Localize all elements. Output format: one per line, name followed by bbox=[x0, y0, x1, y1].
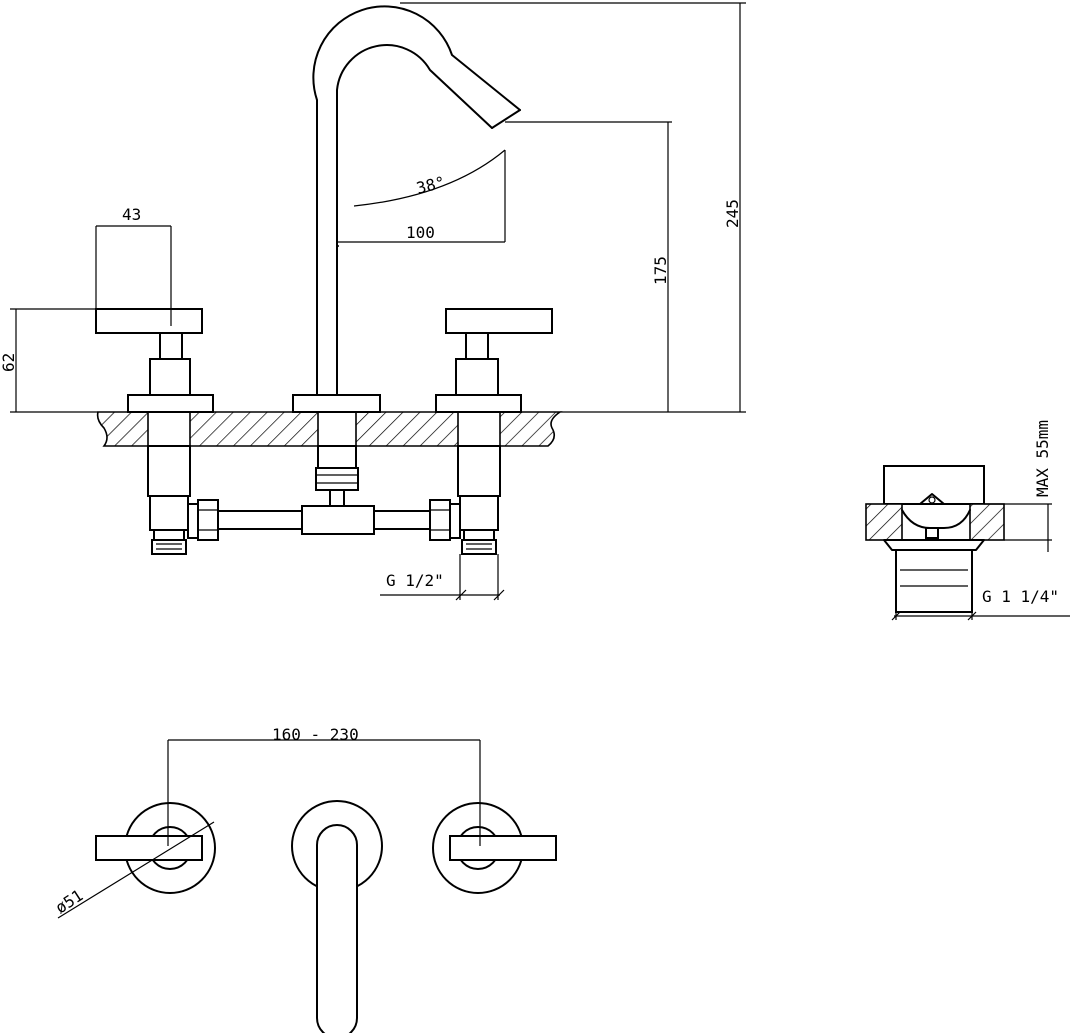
plan-view: 160 - 230 ø51 bbox=[52, 725, 557, 1033]
deck-section bbox=[96, 411, 563, 447]
spout-angle-label: 38° bbox=[414, 172, 447, 197]
waste-detail: MAX 55mm G 1 1/4" bbox=[865, 420, 1070, 621]
handle-height-label: 62 bbox=[0, 353, 18, 372]
handle-width-label: 43 bbox=[122, 205, 141, 224]
front-dimensions bbox=[10, 2, 746, 601]
right-valve bbox=[435, 308, 553, 555]
centres-label: 160 - 230 bbox=[272, 725, 359, 744]
outlet-height-label: 175 bbox=[651, 256, 670, 285]
waste-thread-label: G 1 1/4" bbox=[982, 587, 1059, 606]
spout bbox=[292, 5, 521, 509]
max-deck-label: MAX 55mm bbox=[1033, 420, 1052, 497]
inlet-thread-label: G 1/2" bbox=[386, 571, 444, 590]
supply-connections bbox=[187, 499, 461, 541]
left-valve bbox=[95, 308, 214, 555]
overall-height-label: 245 bbox=[723, 199, 742, 228]
front-elevation: 43 62 100 38° 175 245 G 1/2" bbox=[0, 2, 746, 601]
spout-reach-label: 100 bbox=[406, 223, 435, 242]
escutcheon-diameter-label: ø51 bbox=[52, 886, 87, 918]
